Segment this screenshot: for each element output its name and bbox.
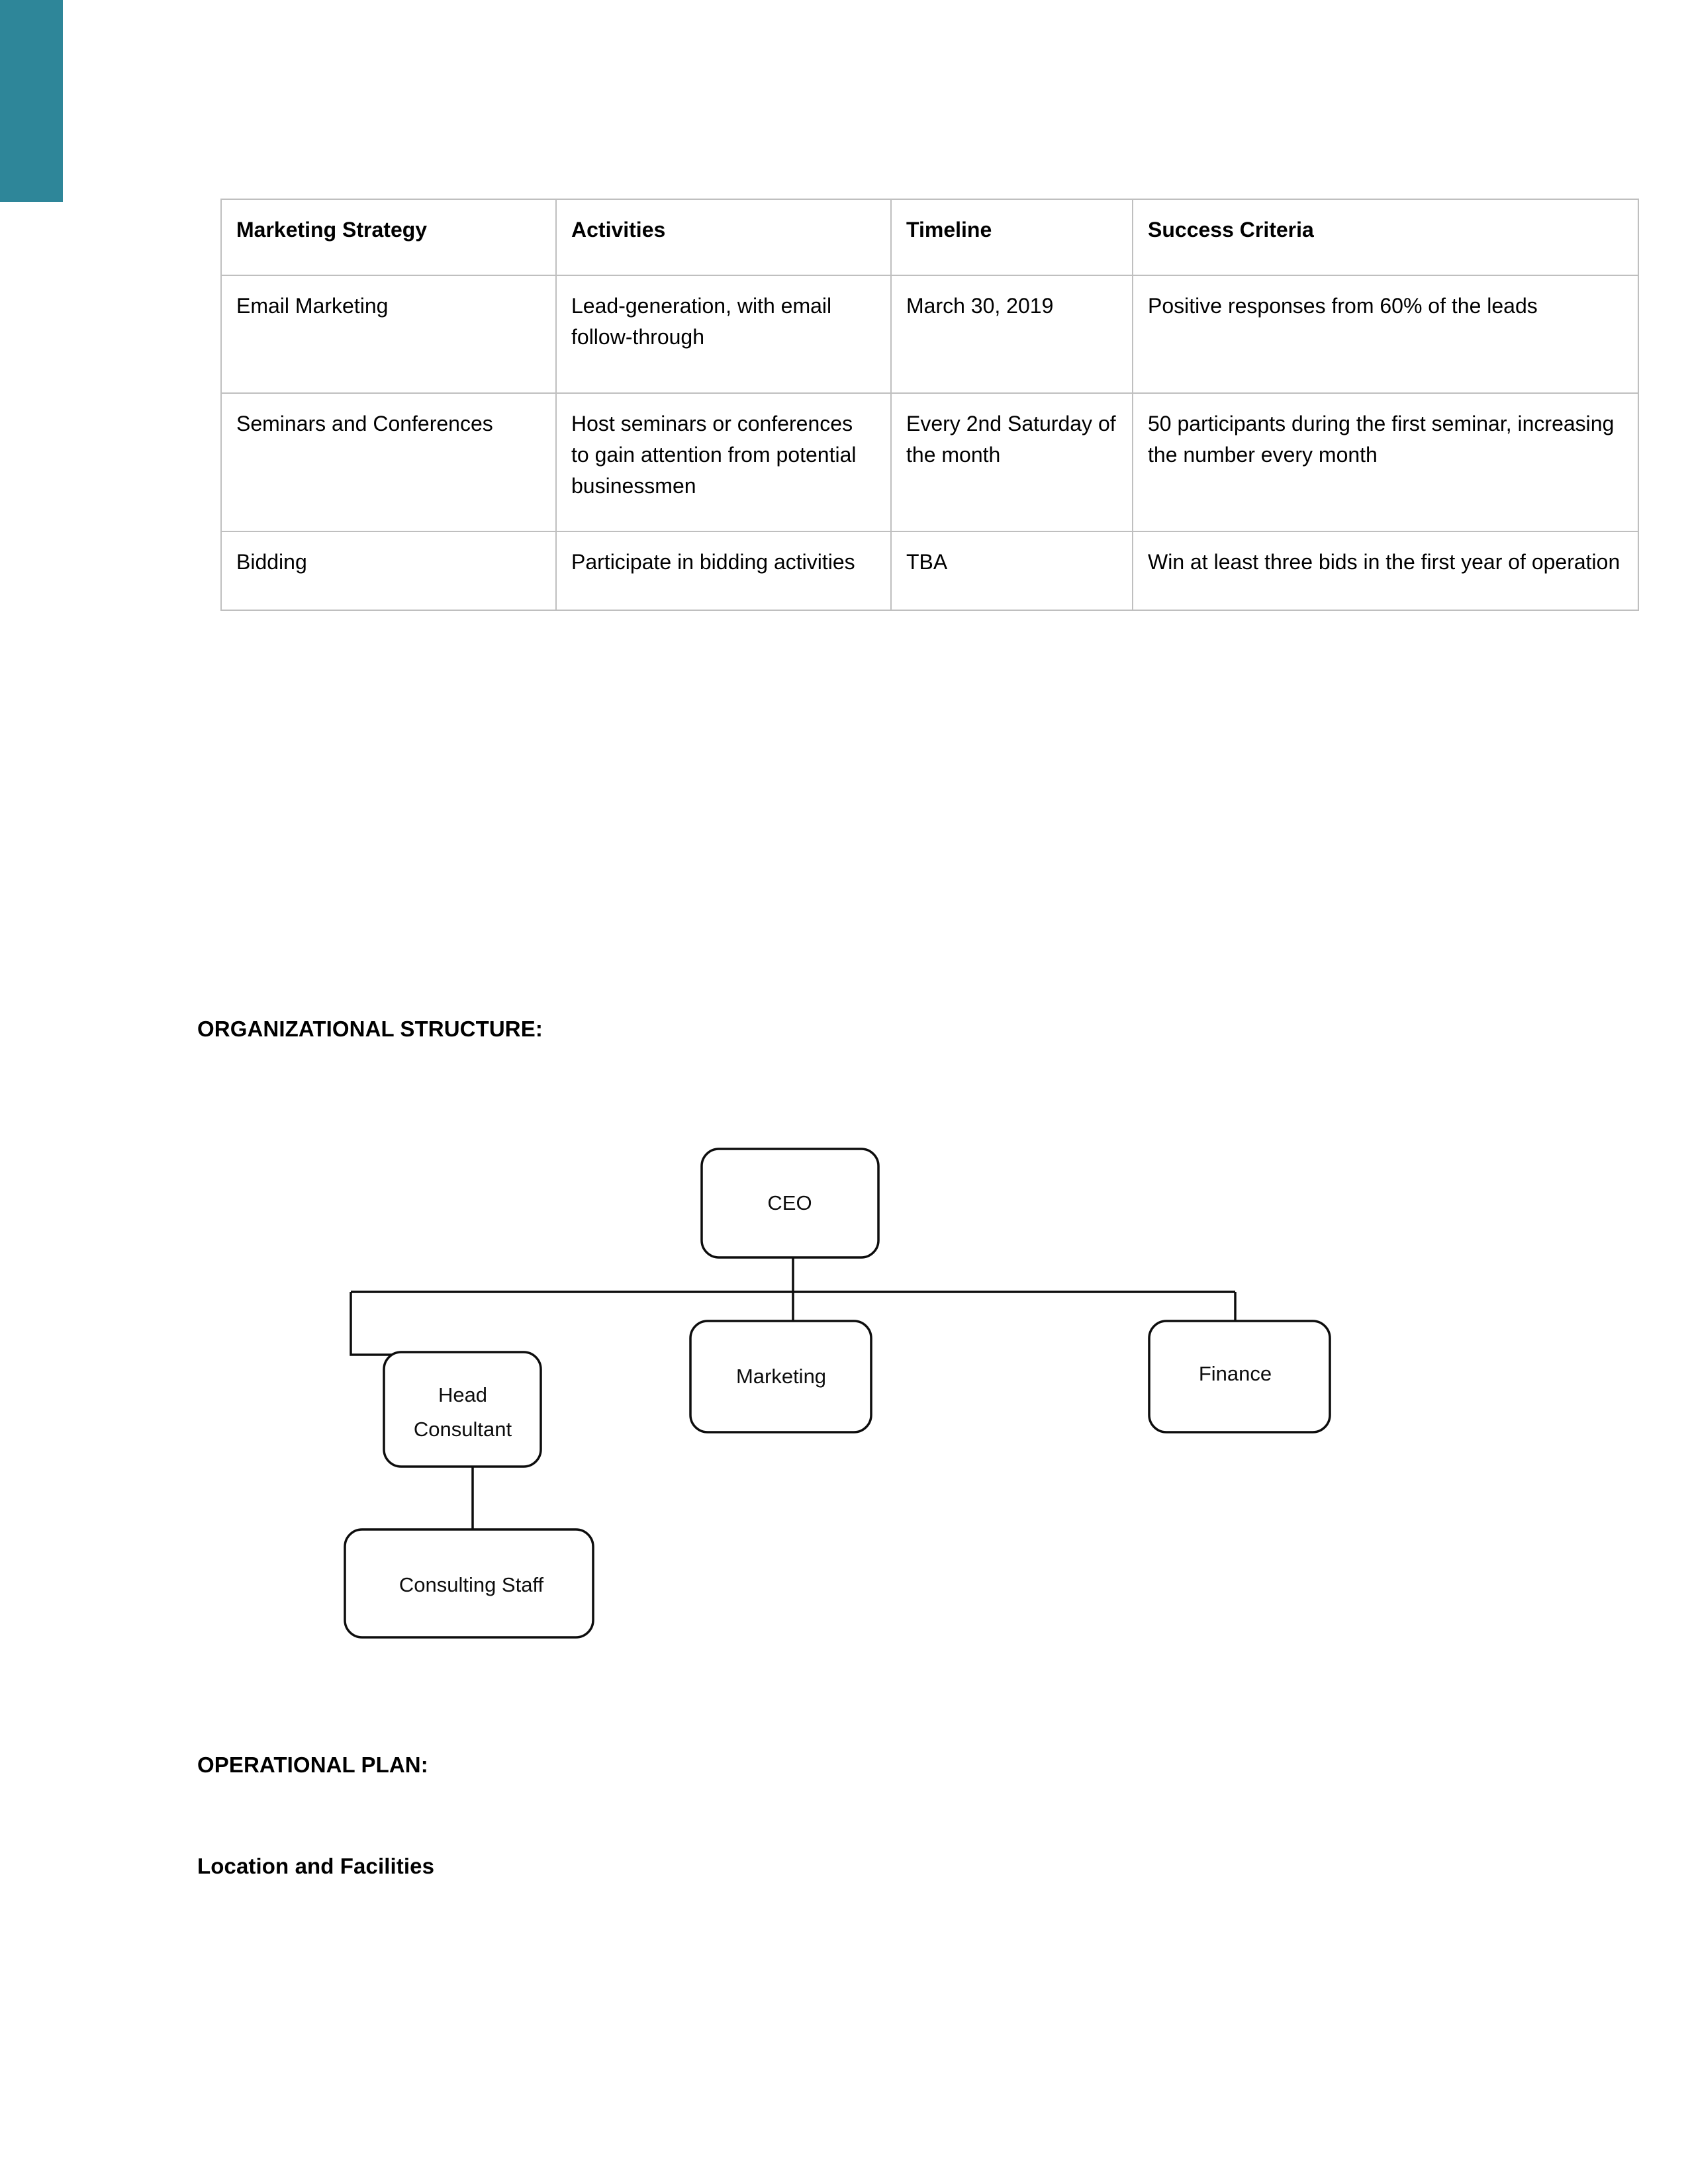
column-header-marketing-strategy: Marketing Strategy — [220, 198, 557, 277]
column-header-timeline: Timeline — [890, 198, 1133, 277]
org-node-consulting-staff: Consulting Staff — [344, 1528, 594, 1639]
heading-organizational-structure: ORGANIZATIONAL STRUCTURE: — [197, 1017, 543, 1041]
org-node-consulting-staff-box — [344, 1528, 594, 1639]
org-node-ceo: CEO — [700, 1148, 880, 1259]
accent-bar — [0, 0, 63, 202]
org-node-marketing-label: Marketing — [736, 1365, 826, 1388]
heading-location-and-facilities: Location and Facilities — [197, 1854, 435, 1878]
cell-timeline: TBA — [890, 531, 1133, 612]
org-node-head-consultant-label-line2: Consultant — [414, 1418, 512, 1441]
cell-activities: Host seminars or conferences to gain att… — [555, 392, 892, 533]
org-node-marketing-box — [689, 1320, 872, 1433]
org-node-head-consultant-box — [383, 1351, 542, 1468]
org-node-head-consultant: Head Consultant — [383, 1351, 542, 1468]
org-node-marketing: Marketing — [689, 1320, 872, 1433]
org-chart-connectors — [350, 1257, 1237, 1530]
marketing-strategy-table: Marketing Strategy Activities Timeline S… — [220, 198, 1639, 612]
cell-success: 50 participants during the first seminar… — [1132, 392, 1639, 533]
org-node-finance: Finance — [1148, 1320, 1331, 1433]
connector-ceo-to-head-consultant — [350, 1292, 473, 1356]
org-node-finance-label: Finance — [1199, 1362, 1272, 1385]
cell-strategy: Bidding — [220, 531, 557, 612]
cell-success: Win at least three bids in the first yea… — [1132, 531, 1639, 612]
table-header-row: Marketing Strategy Activities Timeline S… — [220, 198, 1639, 277]
org-node-ceo-box — [700, 1148, 880, 1259]
org-node-finance-box — [1148, 1320, 1331, 1433]
cell-activities: Lead-generation, with email follow-throu… — [555, 275, 892, 394]
table-row: Email Marketing Lead-generation, with em… — [220, 275, 1639, 394]
organizational-chart: CEO Head Consultant Marketing Finance — [0, 1112, 1688, 1641]
org-node-head-consultant-label-line1: Head — [438, 1383, 487, 1406]
cell-success: Positive responses from 60% of the leads — [1132, 275, 1639, 394]
column-header-success-criteria: Success Criteria — [1132, 198, 1639, 277]
cell-strategy: Seminars and Conferences — [220, 392, 557, 533]
cell-timeline: Every 2nd Saturday of the month — [890, 392, 1133, 533]
table-row: Seminars and Conferences Host seminars o… — [220, 392, 1639, 533]
cell-timeline: March 30, 2019 — [890, 275, 1133, 394]
cell-strategy: Email Marketing — [220, 275, 557, 394]
table-row: Bidding Participate in bidding activitie… — [220, 531, 1639, 612]
heading-operational-plan: OPERATIONAL PLAN: — [197, 1752, 428, 1777]
org-node-consulting-staff-label: Consulting Staff — [399, 1573, 544, 1596]
cell-activities: Participate in bidding activities — [555, 531, 892, 612]
org-node-ceo-label: CEO — [767, 1191, 812, 1214]
column-header-activities: Activities — [555, 198, 892, 277]
